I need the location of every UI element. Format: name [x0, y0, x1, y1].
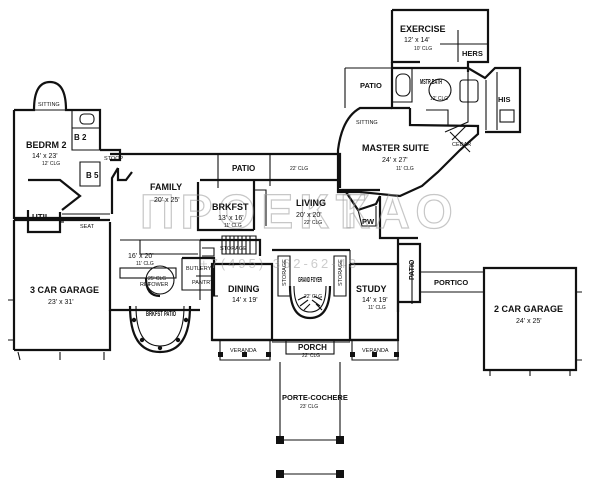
room-exercise-name: EXERCISE [400, 24, 446, 34]
main-block-walls [8, 152, 582, 376]
room-sitting-right-name: SITTING [356, 120, 378, 126]
room-master-suite-name: MASTER SUITE [362, 143, 429, 153]
room-porte-cochere-name: PORTE-COCHERE [282, 393, 348, 402]
room-living-name: LIVING [296, 198, 326, 208]
room-kitchen-note: 11' CLG [136, 261, 154, 267]
room-porte-cochere-note: 23' CLG [300, 404, 318, 410]
room-patio-top-name: PATIO [360, 81, 382, 90]
room-hers-name: HERS [462, 49, 483, 58]
porte-cochere-shape [276, 362, 344, 478]
rear-stair [221, 235, 257, 255]
room-bedrm2-name: BEDRM 2 [26, 140, 67, 150]
room-study-name: STUDY [356, 284, 387, 294]
room-garage2-name: 2 CAR GARAGE [494, 304, 563, 314]
room-b5-name: B 5 [86, 171, 99, 180]
room-exercise-dims: 12' x 14' [404, 37, 430, 44]
room-study-dims: 14' x 19' [362, 297, 388, 304]
room-mstr-bath-name: MSTR BATH [420, 77, 442, 86]
room-brkfst-patio-name: BRKFST PATIO [146, 309, 176, 318]
room-pw-name: PW [362, 217, 375, 226]
room-storage-k-name: STORAGE [220, 246, 247, 252]
brkfst-patio-shape [128, 305, 192, 354]
front-columns [218, 352, 399, 357]
room-tower-name: TOWER [148, 282, 168, 288]
svg-text:КАО: КАО [340, 186, 459, 239]
room-bedrm2-note: 12' CLG [42, 161, 60, 167]
room-util-name: UTIL [32, 213, 50, 222]
room-master-suite-note: 11' CLG [396, 166, 414, 172]
bedroom-wing-walls [12, 80, 122, 234]
watermark: ПРОЕКТ КАО +7(495) 362-62-43 [139, 185, 459, 271]
room-grand-foyer-note: 22' CLG [304, 294, 322, 300]
room-portico-name: PORTICO [434, 278, 468, 287]
room-brkfst-note: 11' CLG [224, 223, 242, 229]
room-patio-mid-note: 22' CLG [290, 166, 308, 172]
svg-text:+7(495) 362-62-43: +7(495) 362-62-43 [200, 256, 359, 271]
room-porch-name: PORCH [298, 343, 327, 352]
room-ref-name: REF [140, 282, 152, 288]
master-wing-walls [336, 8, 522, 198]
room-garage3-name: 3 CAR GARAGE [30, 285, 99, 295]
room-labels: EXERCISE 12' x 14' 10' CLG HERS PATIO MS… [26, 24, 563, 410]
room-kitchen-dims: 16' x 20' [128, 253, 154, 260]
room-sitting-left-name: SITTING [38, 102, 60, 108]
room-veranda-left-name: VERANDA [230, 348, 257, 354]
room-dining-name: DINING [228, 284, 260, 294]
room-family-name: FAMILY [150, 182, 182, 192]
room-living-note: 22' CLG [304, 220, 322, 226]
room-cedar-name: CEDAR [452, 142, 471, 148]
room-bedrm2-dims: 14' x 23' [32, 153, 58, 160]
room-garage2-dims: 24' x 25' [516, 318, 542, 325]
room-tower-note: 25' CLG [148, 276, 166, 282]
room-butlery-name: BUTLERY [186, 266, 212, 272]
room-study-note: 11' CLG [368, 305, 386, 311]
room-stoop-name: STOOP [104, 156, 123, 162]
room-veranda-right-name: VERANDA [362, 348, 389, 354]
room-dining-dims: 14' x 19' [232, 297, 258, 304]
room-mstr-bath-note: 12' CLG [430, 96, 448, 102]
room-brkfst-name: BRKFST [212, 202, 249, 212]
room-living-dims: 20' x 20' [296, 212, 322, 219]
room-his-name: HIS [498, 95, 511, 104]
room-patio-side-name: PATIO [409, 259, 416, 280]
room-seat-name: SEAT [80, 224, 95, 230]
room-patio-mid-name: PATIO [232, 164, 255, 173]
room-storage-r-name: STORAGE [338, 259, 344, 286]
room-family-dims: 20' x 25' [154, 197, 180, 204]
room-master-suite-dims: 24' x 27' [382, 157, 408, 164]
room-porch-note: 22' CLG [302, 353, 320, 359]
room-pantry-name: PANTRY [192, 280, 214, 286]
room-b2-name: B 2 [74, 133, 87, 142]
room-garage3-dims: 23' x 31' [48, 299, 74, 306]
room-storage-l-name: STORAGE [282, 259, 288, 286]
room-brkfst-dims: 13' x 16' [218, 215, 244, 222]
watermark-text: ПРОЕКТ [140, 186, 371, 239]
room-exercise-note: 10' CLG [414, 46, 432, 52]
room-grand-foyer-name: GRAND FOYER [298, 275, 322, 284]
